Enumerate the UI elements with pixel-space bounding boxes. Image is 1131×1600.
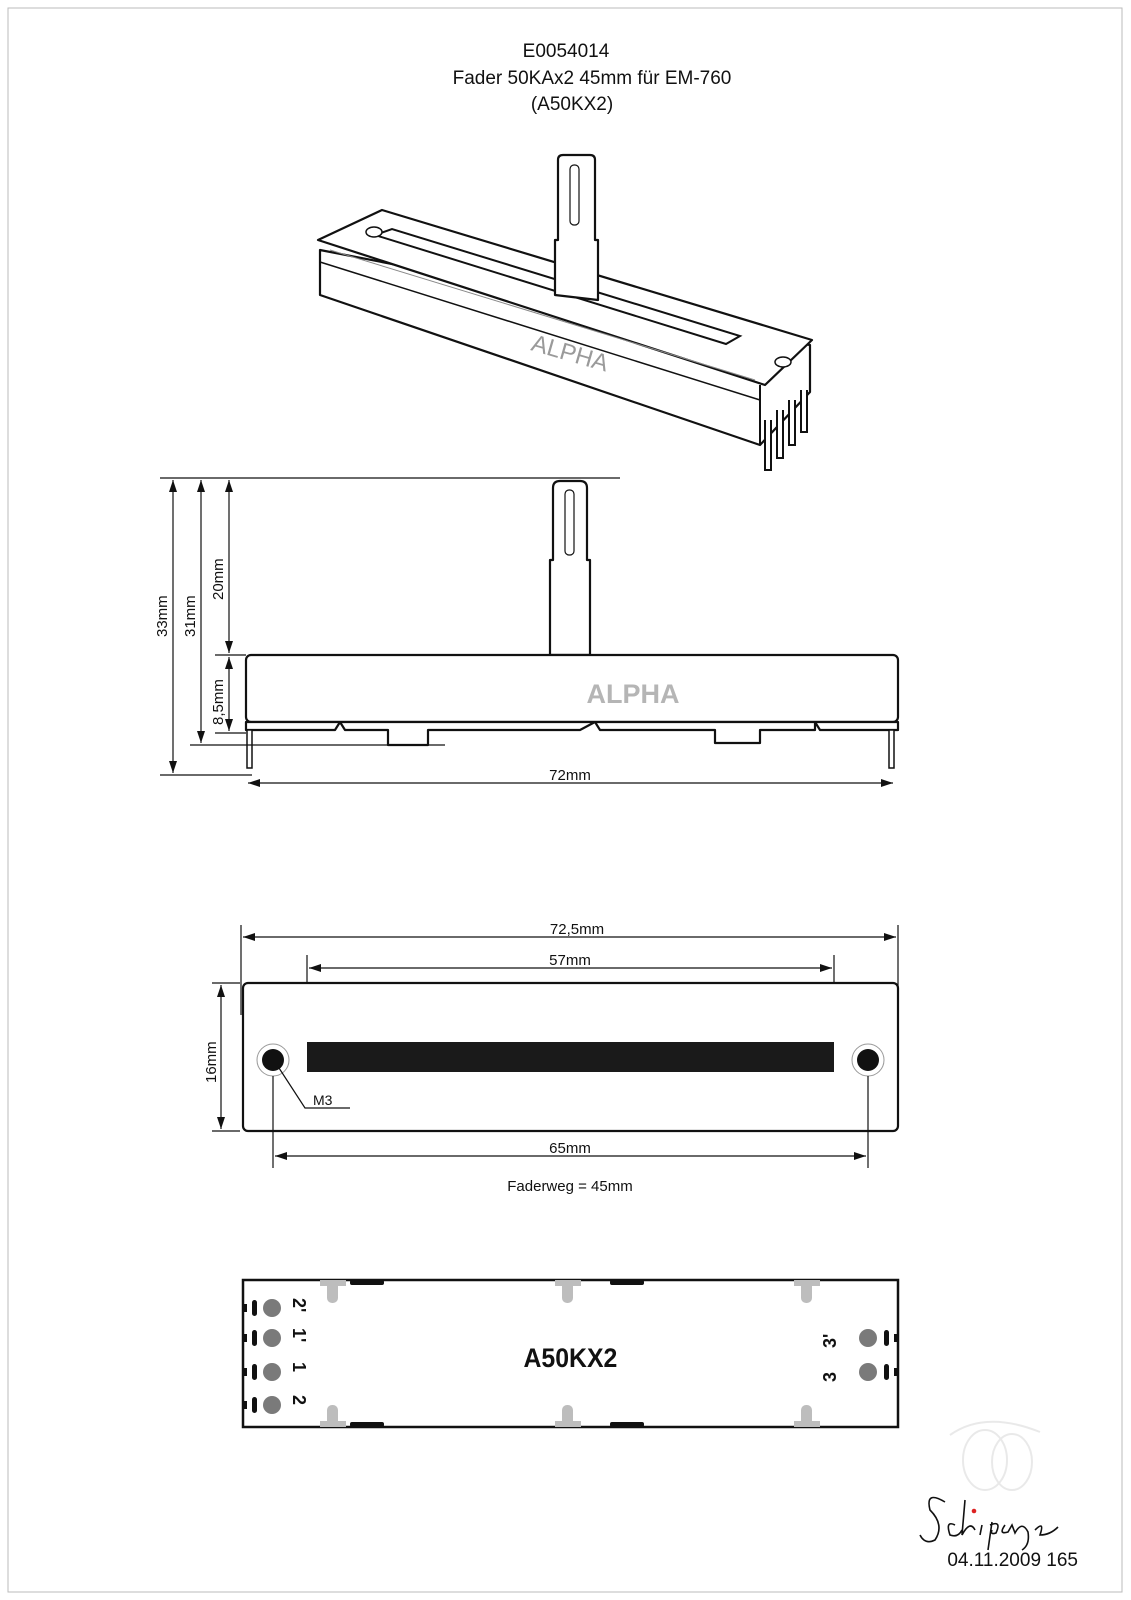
- top-slot: [307, 1042, 834, 1072]
- bottom-label: A50KX2: [523, 1344, 617, 1373]
- part-model: (A50KX2): [531, 94, 613, 115]
- bottom-view: A50KX2 2' 1' 1 2 3' 3: [241, 1278, 900, 1429]
- side-base: [244, 720, 900, 747]
- date-and-number: 04.11.2009 165: [947, 1550, 1078, 1571]
- side-pin-right: [888, 729, 895, 769]
- pin-label: 3': [820, 1334, 840, 1348]
- watermark-masks: [949, 1420, 1041, 1491]
- side-brand: ALPHA: [587, 679, 680, 709]
- top-view: 72,5mm 57mm 16mm M3 65mm Faderweg = 45mm: [203, 921, 900, 1195]
- title-block: E0054014 Fader 50KAx2 45mm für EM-760 (A…: [453, 41, 732, 115]
- dim-65mm: 65mm: [549, 1140, 591, 1157]
- pin-label: 2': [289, 1298, 309, 1312]
- mount-hole-left: [262, 1049, 284, 1071]
- dim-57mm: 57mm: [549, 952, 591, 969]
- signature: [919, 1496, 1059, 1551]
- dim-72-5mm: 72,5mm: [550, 921, 604, 938]
- right-pins: 3' 3: [820, 1329, 898, 1382]
- side-body: [244, 653, 900, 724]
- dim-31mm: 31mm: [182, 595, 199, 637]
- dim-16mm: 16mm: [203, 1041, 220, 1083]
- dim-20mm: 20mm: [210, 558, 227, 600]
- isometric-view: ALPHA: [316, 153, 814, 471]
- left-pins: 2' 1' 1 2: [243, 1298, 309, 1414]
- travel-note: Faderweg = 45mm: [507, 1178, 632, 1195]
- pin-label: 1: [289, 1362, 309, 1372]
- side-pin-left: [246, 729, 253, 769]
- dim-72mm: 72mm: [549, 767, 591, 784]
- bottom-tabs: [320, 1280, 820, 1427]
- part-name: Fader 50KAx2 45mm für EM-760: [453, 68, 732, 89]
- iso-lever: [553, 153, 600, 302]
- mount-hole-right: [857, 1049, 879, 1071]
- side-lever: [548, 479, 592, 657]
- page-border: [7, 7, 1123, 1593]
- bottom-body: [241, 1278, 900, 1429]
- part-code: E0054014: [523, 41, 610, 62]
- dim-8-5mm: 8,5mm: [210, 679, 227, 725]
- side-view: ALPHA 33mm 31mm 20mm 8,5mm 72mm: [154, 477, 900, 787]
- pin-label: 3: [820, 1372, 840, 1382]
- dim-33mm: 33mm: [154, 595, 171, 637]
- pin-label: 2: [289, 1395, 309, 1405]
- dim-m3: M3: [313, 1092, 333, 1108]
- pin-label: 1': [289, 1328, 309, 1342]
